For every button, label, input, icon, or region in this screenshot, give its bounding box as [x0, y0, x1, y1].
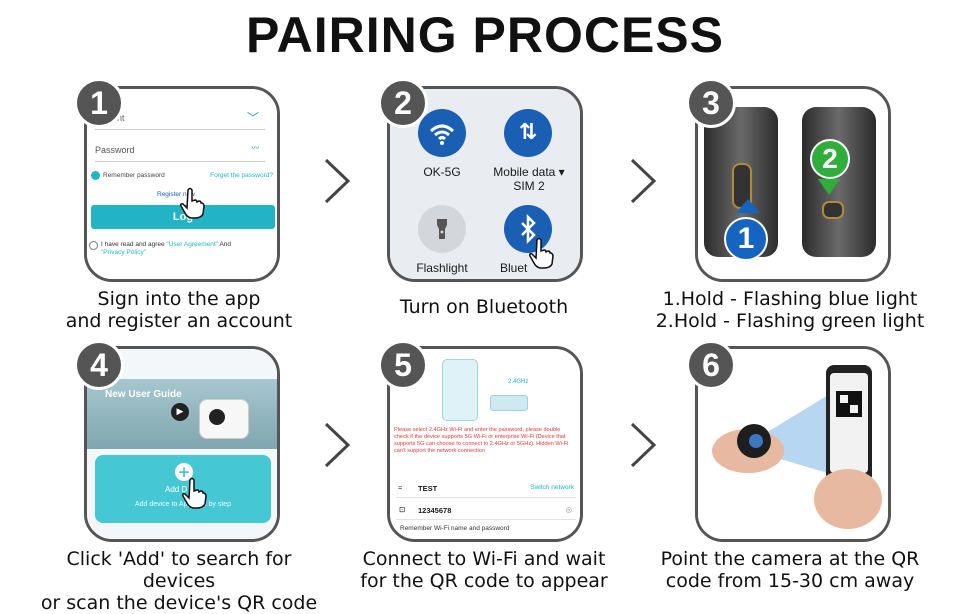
sim-label: SIM 2 [513, 179, 545, 193]
step-6-caption: Point the camera at the QR code from 15-… [640, 548, 940, 592]
password-field[interactable]: Password ᵕᵕ [95, 137, 265, 162]
user-agreement-link[interactable]: "User Agreement" [166, 241, 219, 248]
caption-line: or scan the device's QR code [40, 592, 318, 614]
remember-row: Remember password Forget the password? [91, 171, 275, 185]
reset-button [822, 201, 844, 219]
caption-line: 2.Hold - Flashing green light [655, 310, 925, 332]
hand-pointer-icon [180, 187, 205, 219]
flashlight-label: Flashlight [416, 261, 468, 275]
guide-label: New User Guide [105, 389, 182, 400]
chevron-down-icon: ﹀ [246, 111, 259, 125]
mobile-data-label: Mobile data ▾ [493, 165, 565, 179]
hidden-eye-icon[interactable]: ᵕᵕ [251, 143, 259, 154]
caption-line: 1.Hold - Flashing blue light [662, 288, 918, 310]
password-row[interactable]: ⊡ 12345678 ◎ [396, 505, 576, 520]
camera-beam-graphic [712, 365, 882, 529]
camera-buttons-image: 1 2 [698, 89, 888, 279]
hand-pointer-icon [182, 477, 207, 509]
blue-arrow-icon [736, 199, 760, 213]
mobile-data-icon: ⇅ [518, 120, 538, 145]
agree-text: I have read and agree [101, 241, 165, 248]
next-arrow-icon [324, 158, 351, 204]
switch-network-link[interactable]: Switch network [530, 484, 574, 491]
bluetooth-toggle[interactable] [504, 205, 552, 253]
step-4-card: New User Guide ▶ + Add D Add device to A… [84, 346, 280, 542]
page-title: PAIRING PROCESS [245, 7, 725, 63]
remember-label: Remember password [103, 172, 165, 179]
phone-illustration [442, 359, 478, 421]
step-4-badge: 4 [74, 340, 124, 390]
ssid-value: TEST [418, 484, 438, 493]
camera-lens [209, 409, 225, 425]
step-2-badge: 2 [378, 78, 428, 128]
step-3-badge: 3 [686, 78, 736, 128]
mobile-data-toggle[interactable]: ⇅ [504, 109, 552, 157]
next-arrow-icon [324, 422, 351, 468]
green-marker: 2 [810, 139, 850, 179]
quick-settings-screen: OK-5G ⇅ Mobile data ▾ SIM 2 Flashlight B… [390, 89, 580, 279]
mobile-label-block: Mobile data ▾ SIM 2 [484, 165, 574, 193]
wifi-small-icon: ≈ [398, 483, 403, 492]
wifi-notice: Please select 2.4GHz Wi-Fi and enter the… [394, 427, 569, 454]
step-2-caption: Turn on Bluetooth [334, 296, 634, 318]
step-4-caption: Click 'Add' to search for devices or sca… [29, 548, 329, 614]
band-label: 2.4GHz [508, 379, 529, 385]
caption-line: Click 'Add' to search for devices [66, 548, 292, 592]
bluetooth-label: Bluet [500, 261, 528, 275]
account-field[interactable]: nt ﹀ [95, 107, 265, 130]
step-6-badge: 6 [686, 340, 736, 390]
caption-line: Turn on Bluetooth [399, 296, 569, 318]
add-icon[interactable]: + [175, 463, 193, 481]
caption-line: and register an account [65, 310, 293, 332]
flashlight-toggle[interactable] [418, 205, 466, 253]
bluetooth-icon [521, 213, 536, 245]
caption-line: Connect to Wi-Fi and wait [362, 548, 606, 570]
forgot-link[interactable]: Forget the password? [210, 172, 273, 179]
ssid-row[interactable]: ≈ TEST Switch network [396, 483, 576, 498]
caption-line: for the QR code to appear [360, 570, 608, 592]
step-1-badge: 1 [74, 78, 124, 128]
caption-line: code from 15-30 cm away [665, 570, 915, 592]
privacy-policy-link[interactable]: "Privacy Policy" [101, 249, 147, 256]
play-icon[interactable]: ▶ [171, 403, 189, 421]
step-5-caption: Connect to Wi-Fi and wait for the QR cod… [334, 548, 634, 592]
agree-row: I have read and agree "User Agreement" A… [89, 239, 275, 261]
flashlight-icon [437, 219, 447, 239]
step-1-card: nt ﹀ Password ᵕᵕ Remember password Forge… [84, 86, 280, 282]
login-screen: nt ﹀ Password ᵕᵕ Remember password Forge… [87, 89, 277, 279]
router-illustration [490, 395, 528, 411]
next-arrow-icon [630, 158, 657, 204]
password-value: 12345678 [418, 506, 452, 515]
eye-icon[interactable]: ◎ [565, 505, 572, 514]
hand-pointer-icon [529, 237, 554, 269]
step-1-caption: Sign into the app and register an accoun… [29, 288, 329, 332]
wifi-label: OK-5G [423, 165, 461, 179]
lock-icon: ⊡ [399, 505, 406, 514]
app-home-screen: New User Guide ▶ + Add D Add device to A… [87, 349, 277, 539]
green-arrow-icon [818, 179, 840, 195]
remember-wifi[interactable]: Remember Wi-Fi name and password [400, 525, 510, 532]
add-device-sub: Add device to App step by step [134, 501, 232, 508]
account-field-text: nt [117, 113, 125, 123]
step-3-caption: 1.Hold - Flashing blue light 2.Hold - Fl… [640, 288, 940, 332]
step-5-badge: 5 [378, 340, 428, 390]
next-arrow-icon [630, 422, 657, 468]
password-label: Password [95, 145, 135, 155]
remember-checkbox[interactable] [91, 171, 100, 180]
add-device-card[interactable]: + Add D Add device to App step by step [95, 455, 271, 523]
agree-and: And [219, 241, 232, 248]
register-link[interactable]: Register now [157, 191, 195, 198]
user-guide-banner[interactable]: New User Guide ▶ [87, 379, 277, 449]
caption-line: Sign into the app [97, 288, 261, 310]
add-device-label: Add D [165, 485, 188, 494]
caption-line: Point the camera at the QR [660, 548, 920, 570]
wifi-toggle[interactable] [418, 109, 466, 157]
wifi-icon [429, 124, 455, 145]
blue-marker: 1 [724, 217, 768, 261]
agree-radio[interactable] [89, 241, 98, 250]
